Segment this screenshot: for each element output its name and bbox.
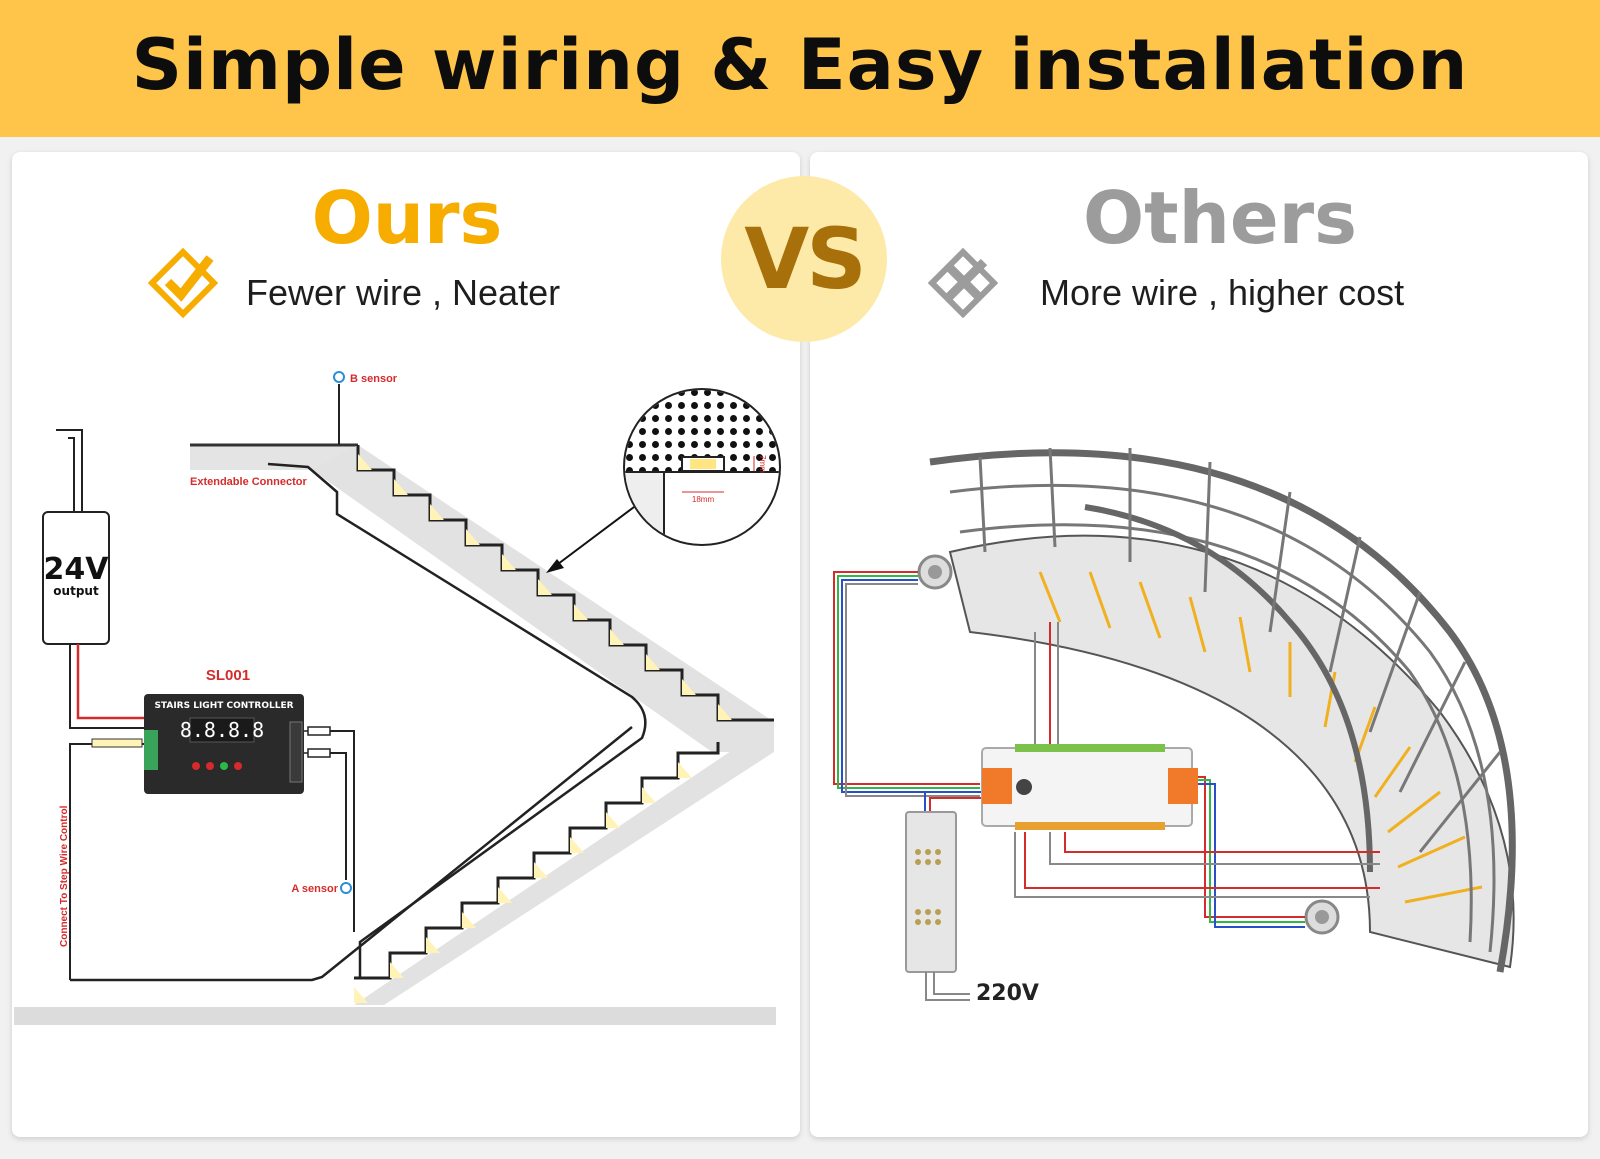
connector-label: Extendable Connector — [190, 476, 307, 488]
upper-stair-flight — [312, 445, 774, 752]
others-controller — [981, 747, 1193, 827]
page-title: Simple wiring & Easy installation — [131, 24, 1469, 106]
vs-badge — [721, 176, 887, 342]
check-icon — [148, 248, 218, 318]
lower-stair-flight — [354, 722, 774, 1005]
header-banner — [0, 0, 1600, 137]
cross-icon — [928, 248, 998, 318]
dim-height: 7mm — [758, 455, 767, 473]
vs-label: VS — [744, 210, 867, 308]
ours-stair-diagram: B sensor Extendable Connector 24V output… — [14, 371, 781, 1025]
stairs-controller — [144, 694, 304, 794]
floor — [14, 1007, 776, 1025]
side-wire-label: Connect To Step Wire Control — [59, 805, 70, 947]
ours-caption: Fewer wire , Neater — [246, 272, 561, 313]
others-voltage: 220V — [976, 981, 1039, 1006]
controller-display: 8.8.8.8 — [180, 718, 264, 742]
a-sensor-label: A sensor — [291, 883, 338, 895]
others-heading: Others — [1082, 176, 1358, 260]
a-sensor-icon — [340, 882, 352, 894]
dim-width: 18mm — [692, 495, 715, 504]
others-caption: More wire , higher cost — [1040, 272, 1405, 313]
power-voltage: 24V — [44, 552, 110, 587]
ours-heading: Ours — [311, 176, 503, 260]
b-sensor-label: B sensor — [350, 373, 398, 385]
model-label: SL001 — [206, 667, 250, 684]
others-stair-diagram: 220V — [833, 447, 1516, 1012]
others-panel: Others More wire , higher cost — [810, 152, 1588, 1137]
power-supply — [42, 511, 110, 645]
b-sensor-icon — [333, 371, 345, 383]
others-power-supply — [905, 811, 957, 973]
controller-title: STAIRS LIGHT CONTROLLER — [154, 701, 293, 711]
ours-panel: Ours Fewer wire , Neater — [12, 152, 800, 1137]
power-label: output — [53, 584, 99, 598]
